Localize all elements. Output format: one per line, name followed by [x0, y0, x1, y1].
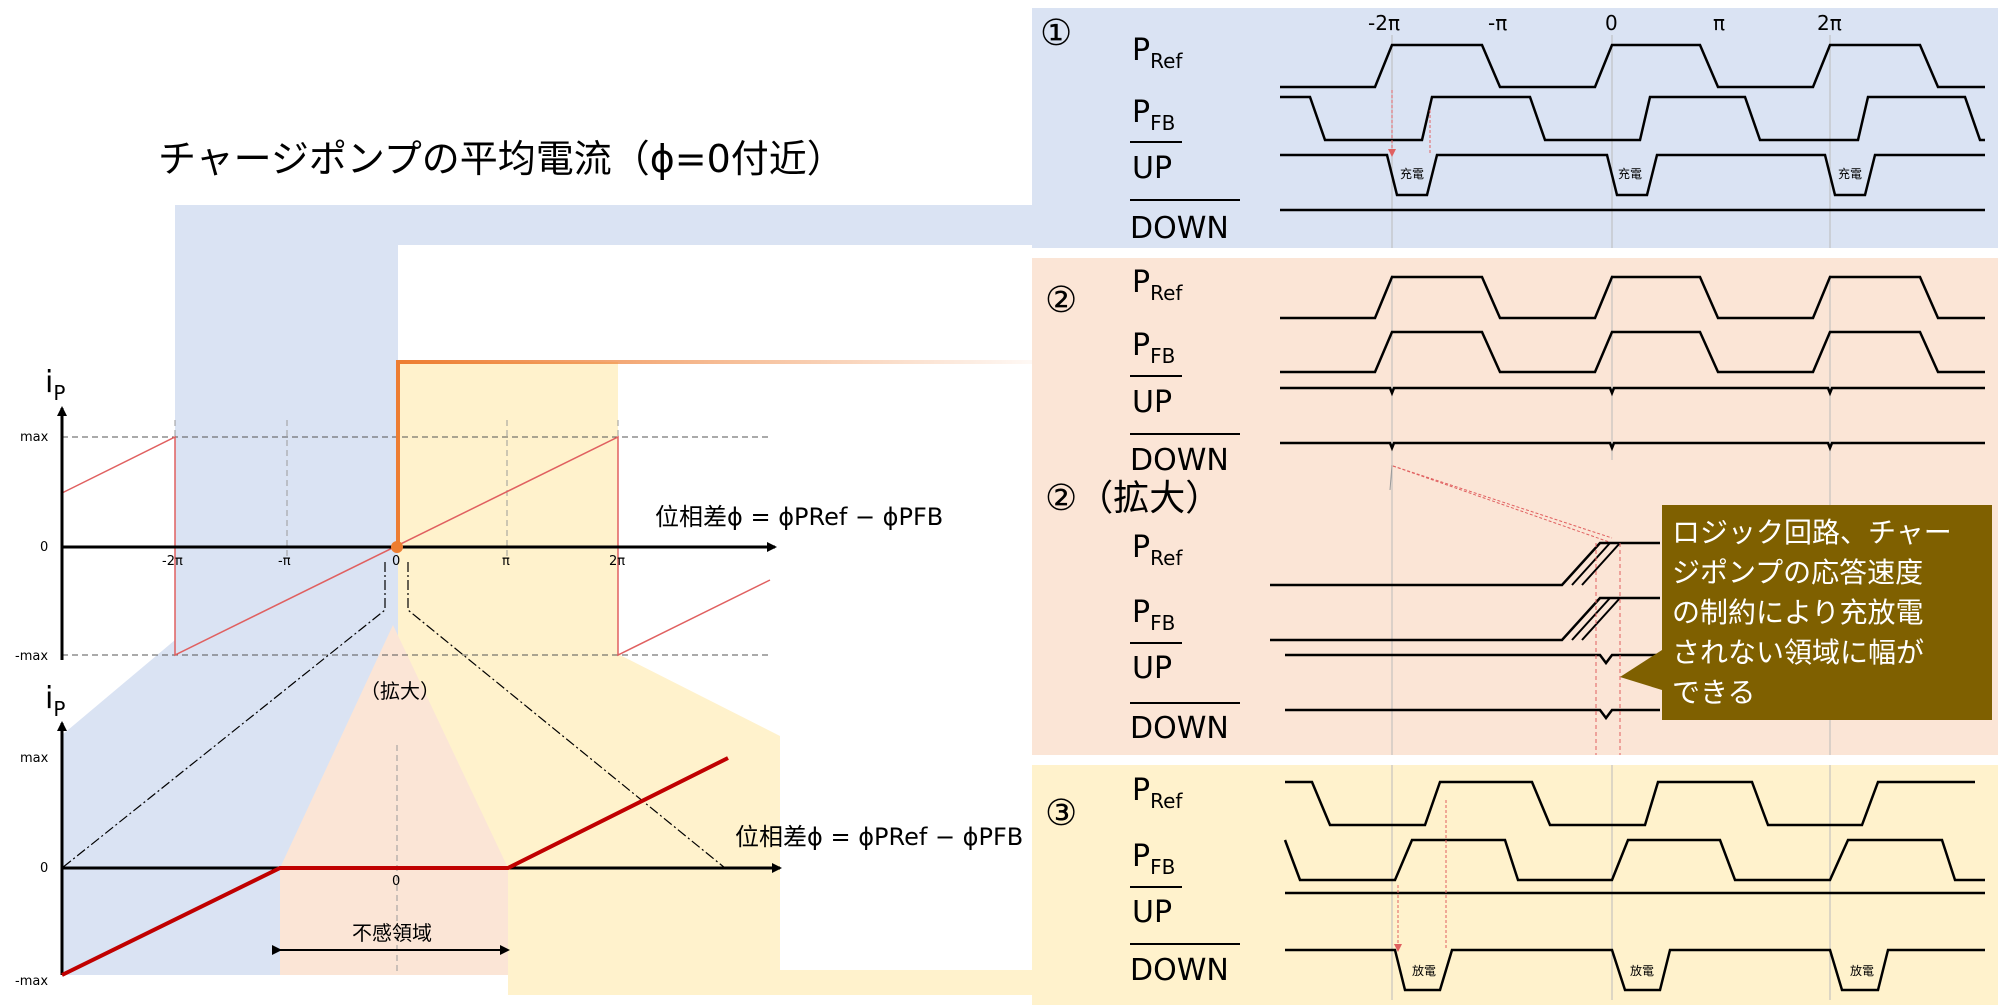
upper-tick-zero: 0	[40, 540, 48, 555]
upper-tick-min: -max	[15, 649, 48, 664]
charge-label-3: 充電	[1838, 166, 1862, 181]
panel2z-down-label: DOWN	[1130, 711, 1229, 746]
upper-y-axis-label: iP	[45, 365, 65, 405]
panel2-zoom-number: ②（拡大）	[1045, 478, 1221, 519]
upper-x-tick-2: -π	[278, 554, 291, 569]
lower-x-axis-label: 位相差ϕ = ϕPRef − ϕPFB	[735, 823, 1023, 851]
lower-x-tick-0: 0	[392, 874, 400, 889]
upper-x-tick-5: 2π	[609, 554, 625, 569]
page-title: チャージポンプの平均電流（ϕ=0付近）	[158, 137, 845, 181]
left-region-backgrounds	[62, 205, 1033, 995]
panel3-down-label: DOWN	[1130, 953, 1229, 988]
peach-region	[280, 625, 508, 975]
lower-tick-max: max	[20, 751, 49, 766]
dead-zone-label: 不感領域	[352, 921, 432, 945]
phase-tick-1: -2π	[1368, 11, 1400, 35]
zoom-label: （拡大）	[360, 679, 440, 703]
lower-tick-zero: 0	[40, 861, 48, 876]
lower-y-axis-label: iP	[45, 681, 65, 721]
upper-graph: iP max 0 -max -2π -π 0 π 2π 位相差ϕ = ϕPRef…	[15, 360, 1032, 869]
upper-x-tick-3: 0	[392, 554, 400, 569]
panel1: ① PRef PFB UP DOWN 充電 充電 充電	[1040, 13, 1985, 246]
blue-region	[62, 205, 1032, 975]
callout-line-2: ジポンプの応答速度	[1672, 556, 1923, 589]
panel2-number: ②	[1045, 280, 1077, 321]
charge-label-2: 充電	[1618, 166, 1642, 181]
discharge-label-3: 放電	[1850, 963, 1874, 978]
panel3: ③ PRef PFB UP DOWN 放電 放電 放電	[1045, 773, 1985, 992]
panel2-up-label: UP	[1132, 385, 1172, 420]
phase-tick-2: -π	[1488, 11, 1507, 35]
panel2z-up-label: UP	[1132, 651, 1172, 686]
discharge-label-1: 放電	[1412, 963, 1436, 978]
callout-line-3: の制約により充放電	[1672, 596, 1923, 629]
upper-x-axis-label: 位相差ϕ = ϕPRef − ϕPFB	[655, 503, 943, 531]
yellow-lower-fill	[508, 736, 780, 995]
lower-tick-min: -max	[15, 974, 48, 989]
callout: ロジック回路、チャー ジポンプの応答速度 の制約により充放電 されない領域に幅が…	[1620, 505, 1992, 720]
panel1-up-label: UP	[1132, 151, 1172, 186]
callout-line-5: できる	[1672, 676, 1755, 709]
panel1-down-label: DOWN	[1130, 211, 1229, 246]
lower-graph: iP max 0 -max 0 位相差ϕ = ϕPRef − ϕPFB 不感領域	[15, 681, 1023, 989]
panel2: ② PRef PFB UP DOWN ②（拡大） PRef PFB UP DOW…	[1045, 265, 1985, 755]
callout-line-1: ロジック回路、チャー	[1672, 516, 1952, 549]
upper-x-tick-1: -2π	[162, 554, 183, 569]
phase-tick-3: 0	[1605, 11, 1618, 35]
panel3-up-label: UP	[1132, 895, 1172, 930]
panel1-background	[1032, 8, 1998, 248]
callout-line-4: されない領域に幅が	[1672, 636, 1924, 669]
discharge-label-2: 放電	[1630, 963, 1654, 978]
yellow-region	[398, 362, 1032, 995]
panel3-number: ③	[1045, 793, 1077, 834]
upper-tick-max: max	[20, 430, 49, 445]
upper-x-tick-4: π	[502, 554, 510, 569]
panel3-background	[1032, 765, 1998, 1005]
phase-tick-5: 2π	[1817, 11, 1842, 35]
phase-tick-4: π	[1713, 11, 1725, 35]
panel1-number: ①	[1040, 13, 1072, 54]
panel2-down-label: DOWN	[1130, 443, 1229, 478]
charge-label-1: 充電	[1400, 166, 1424, 181]
